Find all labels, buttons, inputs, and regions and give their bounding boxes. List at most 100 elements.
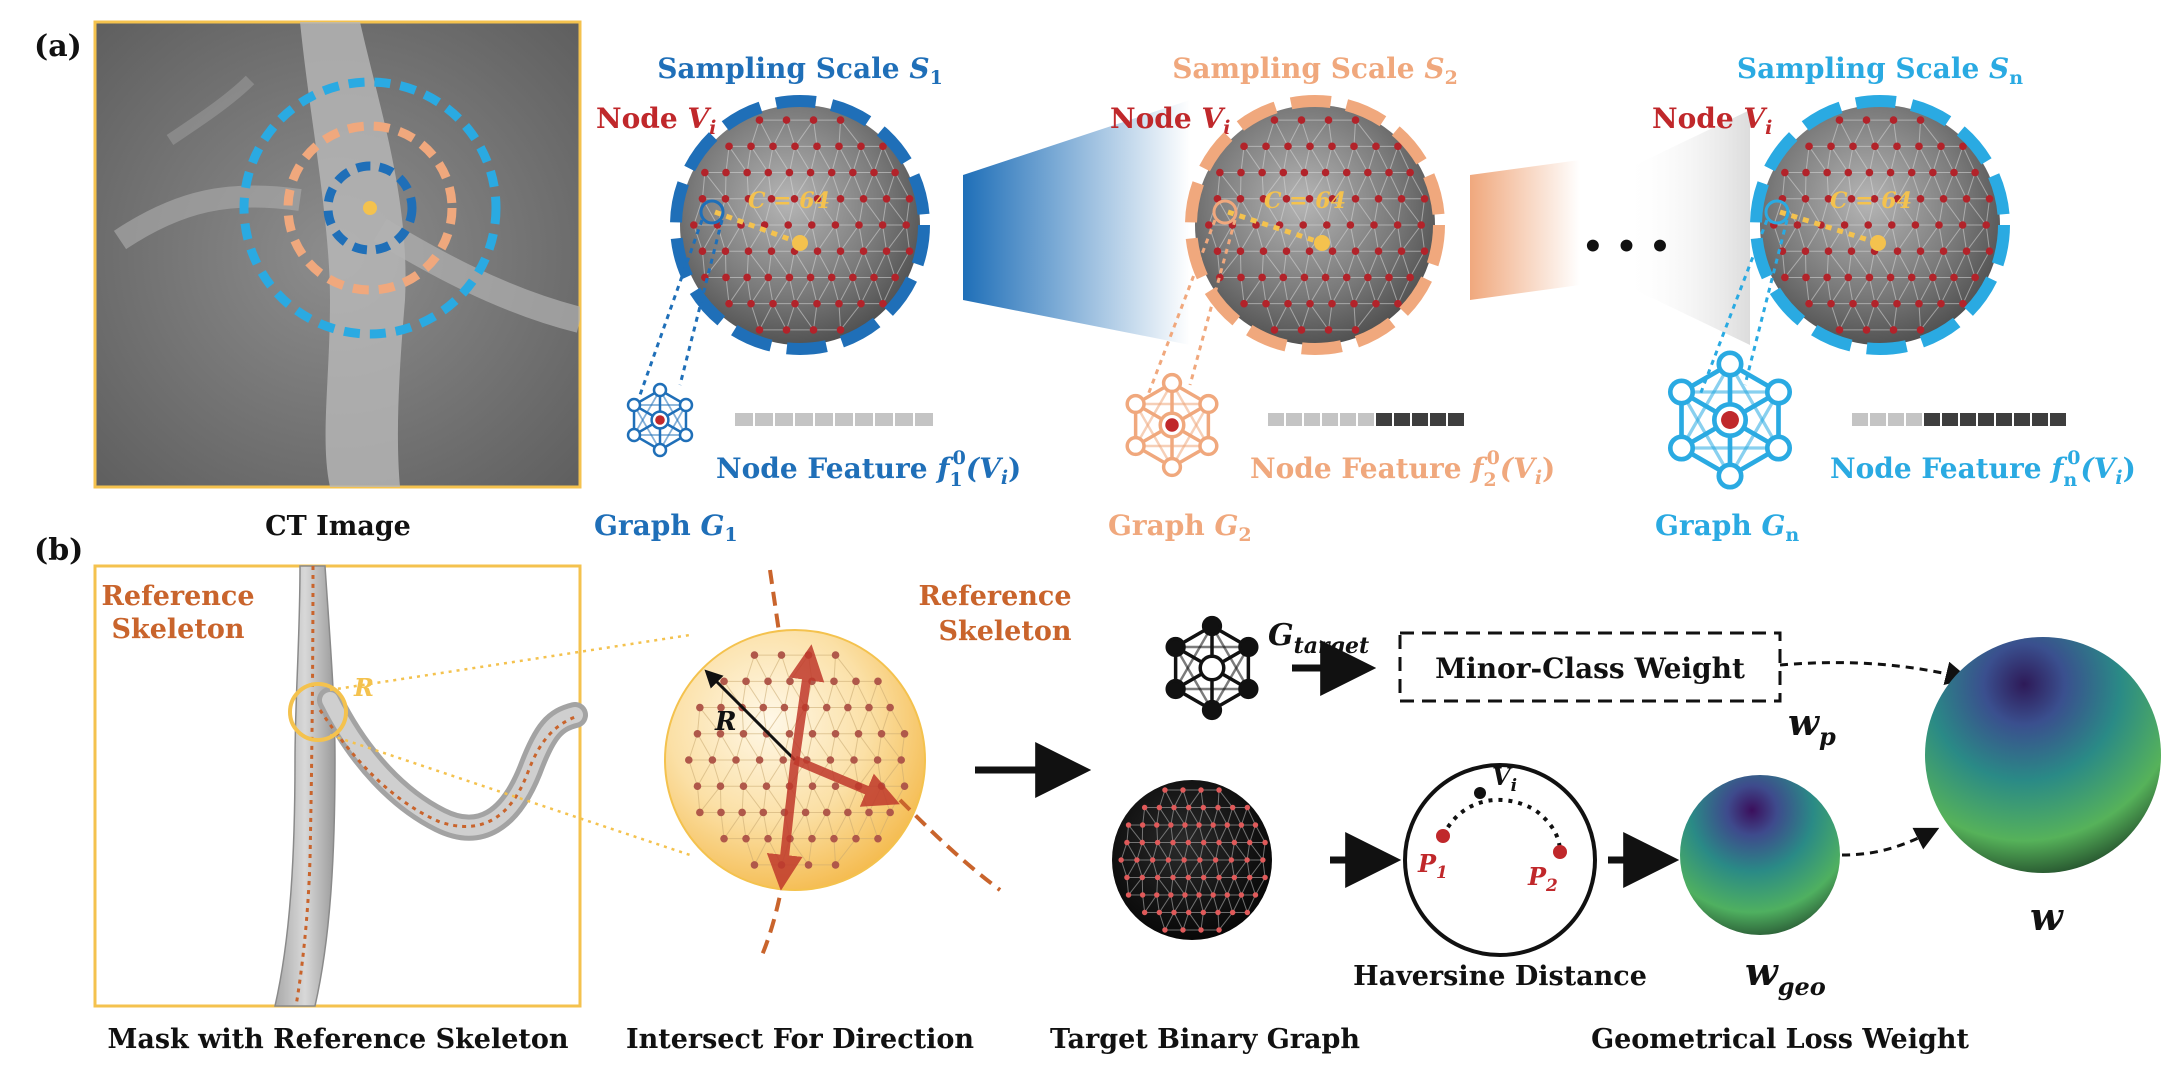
graph-node bbox=[1238, 678, 1259, 700]
mesh-node bbox=[1284, 142, 1292, 151]
mesh-node bbox=[873, 756, 882, 764]
mesh-node bbox=[808, 729, 817, 738]
mesh-node bbox=[870, 273, 878, 282]
scale-1-c-text: C = 64 bbox=[748, 188, 830, 214]
mesh-node bbox=[1802, 168, 1810, 177]
mesh-node bbox=[827, 168, 836, 177]
mesh-node bbox=[844, 703, 852, 712]
mesh-node bbox=[1893, 247, 1902, 256]
mesh-node bbox=[1915, 142, 1923, 151]
mesh-node bbox=[1262, 839, 1268, 846]
mesh-node bbox=[1139, 892, 1146, 898]
mesh-node bbox=[747, 299, 755, 308]
feature-cell bbox=[855, 413, 873, 426]
scale-1-group: Sampling Scale S1 Node Vi C = 64 Node Fe… bbox=[594, 52, 1021, 546]
mesh-node bbox=[1282, 247, 1291, 256]
mesh-node bbox=[1300, 273, 1309, 282]
mesh-node bbox=[1259, 247, 1268, 256]
mesh-node bbox=[836, 247, 845, 256]
mesh-node bbox=[1154, 892, 1160, 898]
vi-label: Vi bbox=[1492, 762, 1517, 796]
mesh-node bbox=[698, 247, 707, 256]
mesh-node bbox=[750, 861, 759, 869]
p1-label: P1 bbox=[1417, 849, 1448, 883]
mesh-node bbox=[1417, 221, 1425, 229]
mesh-node bbox=[1889, 116, 1898, 124]
mesh-node bbox=[690, 221, 698, 229]
mesh-node bbox=[790, 194, 799, 203]
mesh-node bbox=[831, 782, 840, 791]
fan-connector-3 bbox=[1625, 110, 1750, 345]
mesh-node bbox=[874, 677, 882, 686]
mesh-node bbox=[1231, 839, 1238, 846]
mesh-node bbox=[1958, 221, 1967, 229]
mesh-node bbox=[1397, 247, 1406, 256]
wp-label: wp bbox=[1788, 702, 1836, 751]
graph-node bbox=[1716, 350, 1744, 378]
feature-cell bbox=[1286, 413, 1302, 426]
mesh-node bbox=[804, 861, 813, 869]
mesh-node bbox=[1372, 299, 1380, 308]
mesh-node bbox=[1252, 892, 1259, 898]
mesh-node bbox=[878, 221, 887, 229]
mesh-node bbox=[1260, 857, 1266, 863]
mesh-node bbox=[1215, 909, 1221, 916]
mesh-node bbox=[1870, 194, 1879, 203]
graph-node bbox=[1125, 393, 1146, 415]
feature-cell bbox=[2032, 413, 2048, 426]
feature-cell bbox=[2050, 413, 2066, 426]
mesh-node bbox=[1962, 194, 1971, 203]
mesh-node bbox=[1374, 194, 1383, 203]
mesh-node bbox=[1237, 273, 1245, 282]
feature-cell bbox=[1870, 413, 1886, 426]
graph-edge bbox=[1728, 391, 1780, 477]
mesh-node bbox=[1306, 299, 1314, 308]
mesh-node bbox=[1985, 247, 1994, 256]
mesh-node bbox=[1171, 909, 1177, 916]
mesh-node bbox=[1200, 874, 1207, 881]
feature-cell bbox=[1412, 413, 1428, 426]
graph-node bbox=[1667, 434, 1696, 462]
mesh-node bbox=[1139, 874, 1146, 881]
mesh-node bbox=[785, 729, 794, 738]
mesh-node bbox=[764, 168, 773, 177]
mesh-node bbox=[739, 729, 748, 738]
mask-caption: Mask with Reference Skeleton bbox=[107, 1024, 568, 1055]
mesh-node bbox=[1240, 299, 1248, 308]
mesh-node bbox=[1847, 194, 1856, 203]
scale-1-graph bbox=[626, 382, 694, 458]
mesh-node bbox=[1180, 787, 1186, 793]
mesh-node bbox=[759, 808, 768, 817]
mesh-node bbox=[1196, 892, 1202, 898]
mesh-node bbox=[882, 194, 891, 203]
mesh-node bbox=[1216, 874, 1222, 881]
mesh-node bbox=[813, 299, 821, 308]
mesh-node bbox=[1244, 804, 1251, 811]
mesh-node bbox=[1154, 874, 1161, 881]
mesh-node bbox=[900, 782, 909, 791]
mesh-node bbox=[1802, 273, 1810, 282]
mesh-node bbox=[1393, 221, 1402, 229]
mesh-node bbox=[1929, 168, 1937, 177]
ct-image bbox=[93, 20, 582, 489]
ref-skeleton-1-line2: Skeleton bbox=[112, 614, 245, 645]
mesh-node bbox=[865, 703, 873, 712]
mesh-node bbox=[813, 142, 821, 151]
g-target-label: Gtarget bbox=[1268, 618, 1369, 659]
scale-2-group: Sampling Scale S2 Node Vi C = 64 Node Fe… bbox=[1108, 52, 1555, 546]
mesh-node bbox=[1299, 221, 1307, 229]
mesh-node bbox=[1865, 273, 1874, 282]
scale-1-title: Sampling Scale S1 bbox=[657, 52, 943, 89]
graph-edge bbox=[659, 404, 687, 451]
minor-class-box bbox=[1398, 631, 1782, 703]
mesh-node bbox=[1840, 221, 1849, 229]
mesh-node bbox=[1862, 326, 1871, 334]
scale-2-graph bbox=[1125, 372, 1219, 478]
fan-connector-2 bbox=[1470, 160, 1580, 300]
mesh-node bbox=[1134, 857, 1140, 863]
mesh-node bbox=[1170, 839, 1176, 846]
mesh-node bbox=[725, 299, 733, 308]
w-sphere bbox=[1925, 637, 2161, 873]
scale-2-ring bbox=[1185, 95, 1445, 355]
arrow-minor-to-w bbox=[1779, 661, 1970, 686]
